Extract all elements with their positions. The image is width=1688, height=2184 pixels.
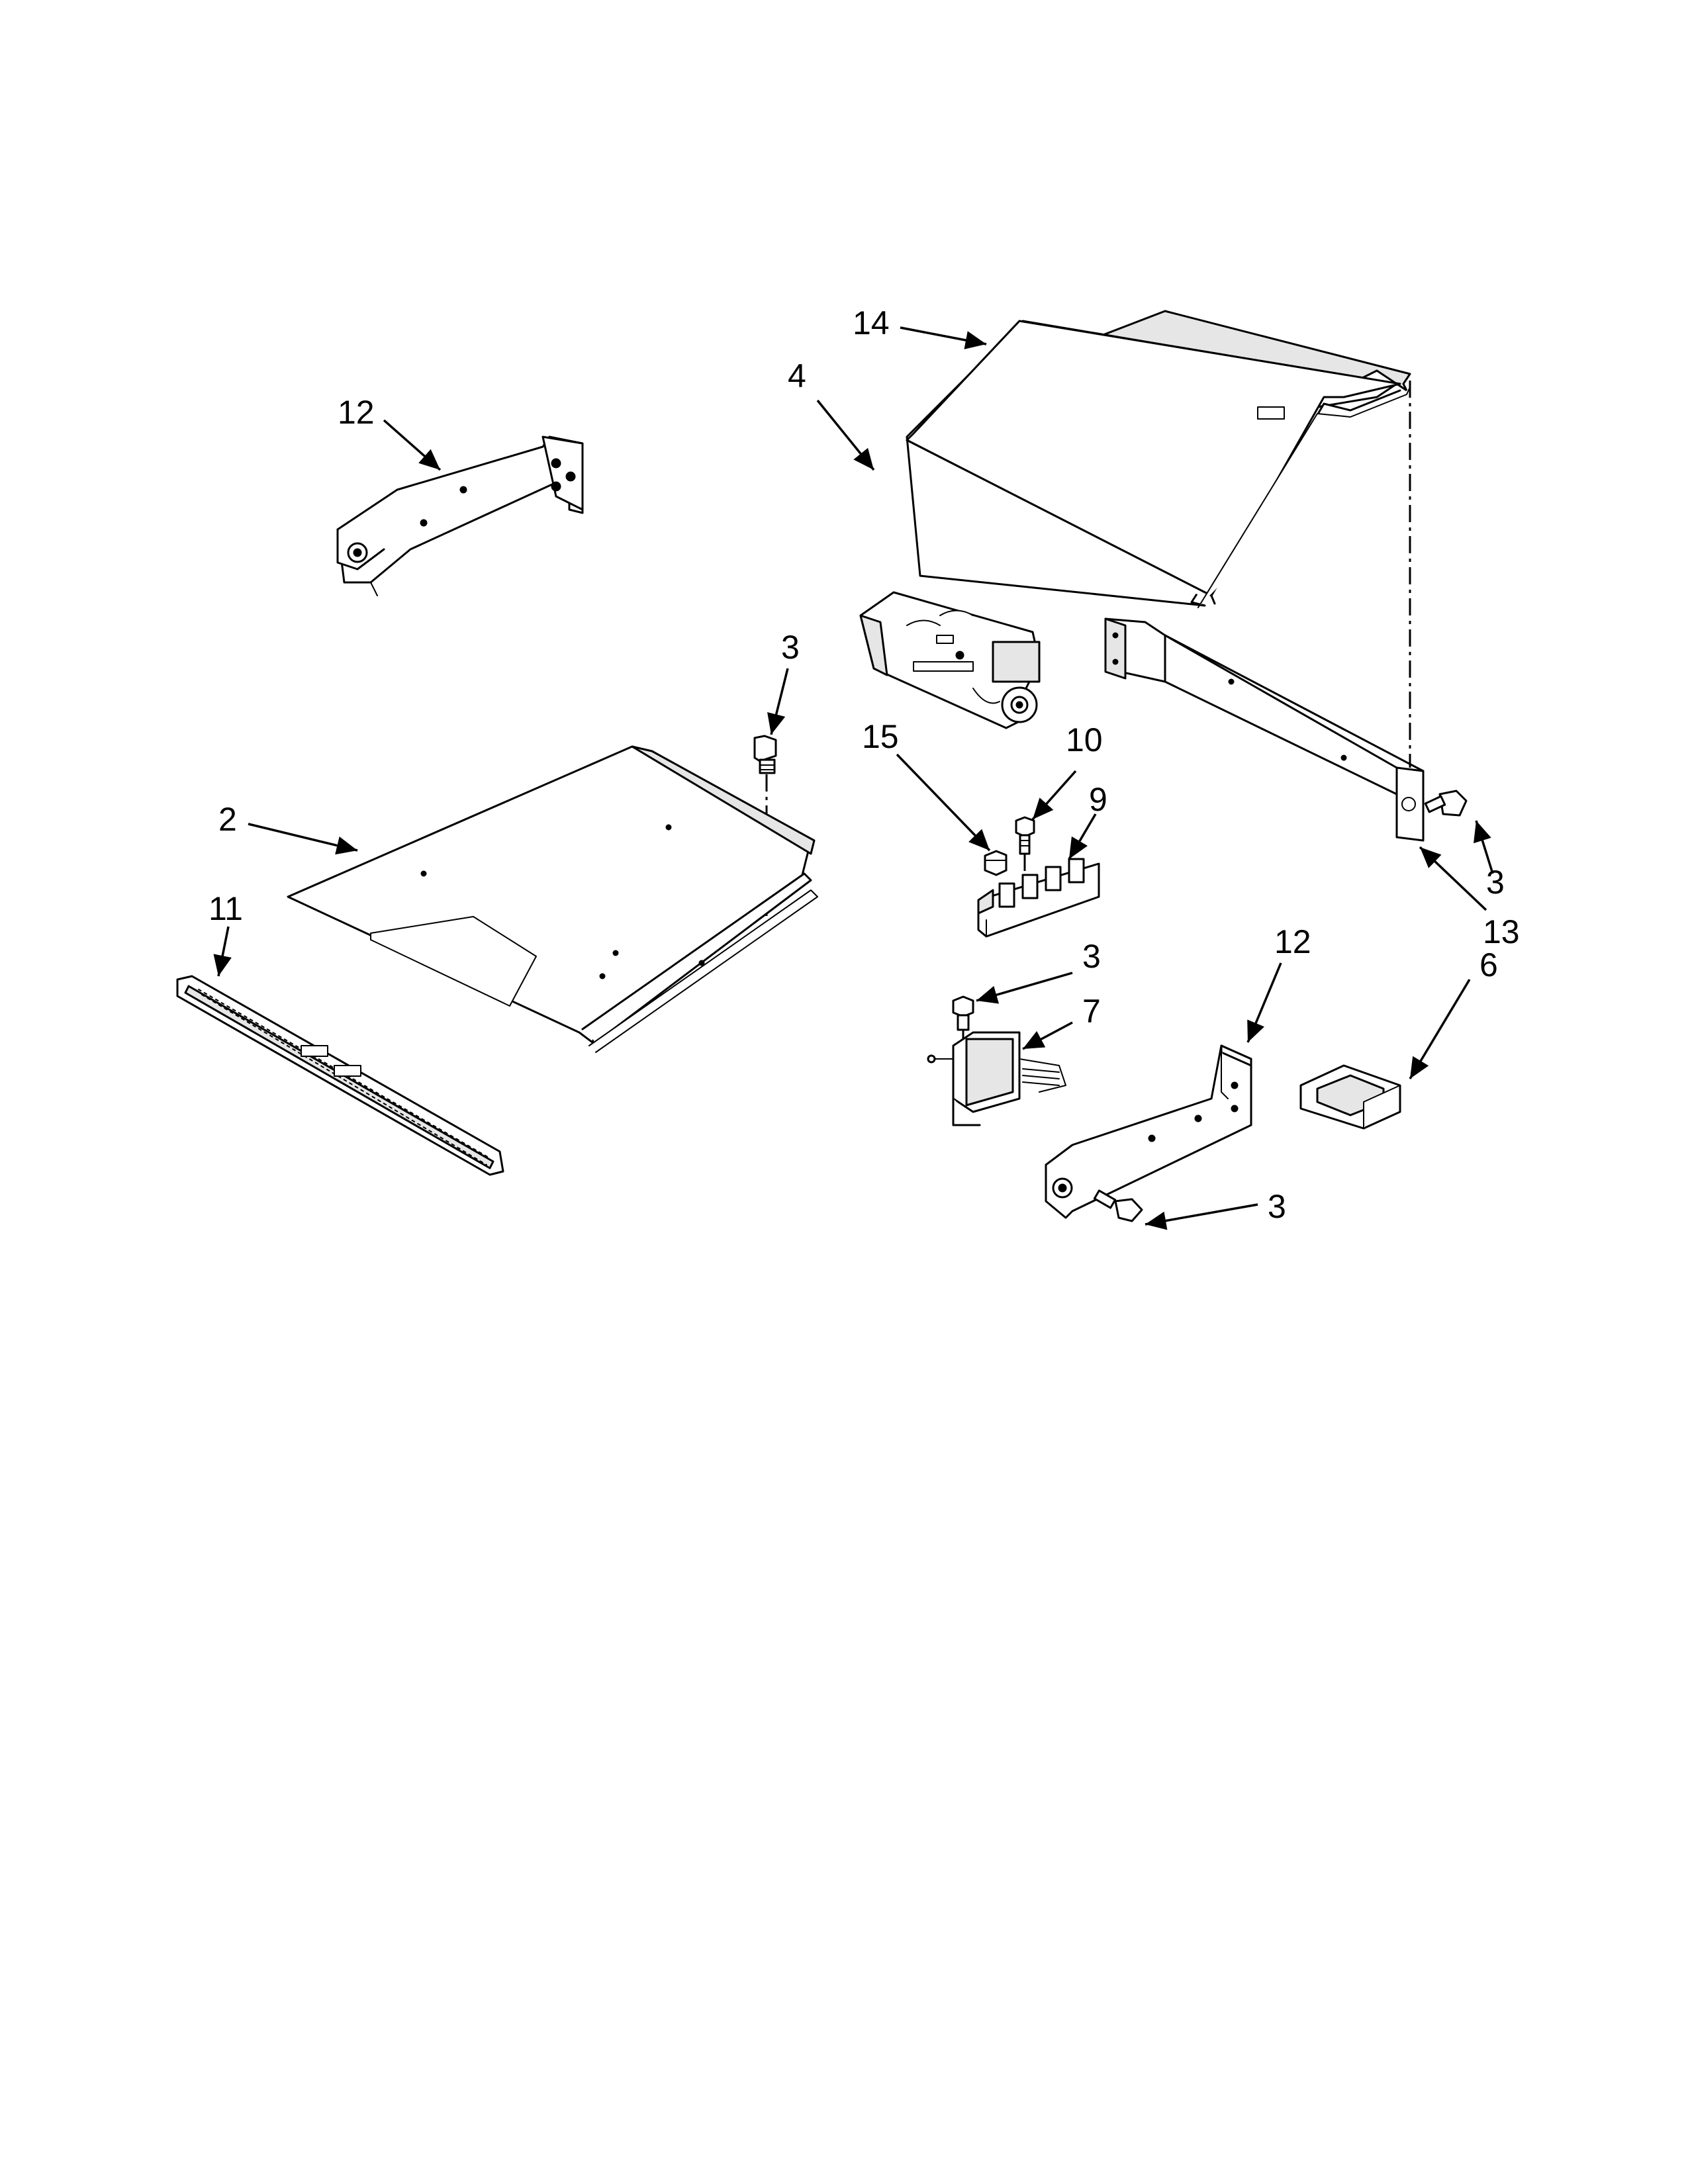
part-6-tray — [1299, 1064, 1401, 1130]
leader-7 — [1022, 1021, 1073, 1050]
part-14-top-panel — [906, 310, 1411, 608]
callout-3-lower: 3 — [1268, 1188, 1286, 1225]
callout-4: 4 — [788, 357, 806, 394]
leader-15 — [896, 753, 991, 852]
part-10-screw — [1015, 816, 1035, 855]
leader-12-upper — [383, 419, 442, 471]
callout-7: 7 — [1082, 993, 1101, 1030]
part-3-screw-right — [1424, 790, 1468, 817]
leader-2 — [248, 823, 358, 855]
part-12-lower-bracket — [1045, 1044, 1252, 1219]
part-12-upper-bracket — [336, 435, 584, 596]
leader-12-lower — [1246, 962, 1282, 1043]
callout-labels: 14 12 4 3 2 11 15 10 9 3 7 12 3 13 6 3 — [209, 304, 1520, 1225]
leader-10 — [1031, 770, 1077, 821]
callout-11: 11 — [209, 890, 243, 927]
leader-11 — [213, 926, 232, 977]
callout-13: 13 — [1483, 913, 1520, 950]
leader-9 — [1068, 813, 1097, 860]
leader-4 — [816, 399, 875, 471]
callout-10: 10 — [1066, 721, 1103, 758]
callout-3-right: 3 — [1486, 864, 1505, 901]
leader-6 — [1409, 979, 1471, 1079]
part-3-screw-upper — [753, 735, 777, 774]
leader-lines — [213, 326, 1494, 1230]
leader-3-right — [1474, 820, 1494, 874]
callout-12-upper: 12 — [338, 394, 375, 431]
callout-12-lower: 12 — [1274, 923, 1311, 960]
part-3-screw-transformer — [952, 995, 974, 1031]
leader-13 — [1419, 846, 1487, 911]
callout-6: 6 — [1479, 946, 1498, 983]
part-2-floor-panel — [287, 745, 818, 1053]
part-9-terminal-block — [977, 858, 1100, 938]
callout-9: 9 — [1089, 781, 1107, 818]
part-7-transformer — [927, 1031, 1066, 1126]
part-4-latch-assembly — [859, 591, 1041, 729]
callout-3-transformer: 3 — [1082, 938, 1101, 975]
callout-14: 14 — [853, 304, 890, 341]
leader-3-upper — [767, 668, 789, 735]
leader-3-transformer — [976, 972, 1073, 1004]
part-11-rack-rail — [176, 975, 504, 1176]
part-15-nut — [984, 850, 1008, 876]
callout-15: 15 — [862, 718, 899, 755]
leader-3-lower — [1145, 1203, 1258, 1230]
callout-3-upper: 3 — [781, 629, 800, 666]
leader-14 — [900, 326, 987, 349]
callout-2: 2 — [218, 801, 237, 838]
part-13-side-rail — [1104, 617, 1425, 842]
part-3-screw-lower — [1093, 1189, 1143, 1222]
